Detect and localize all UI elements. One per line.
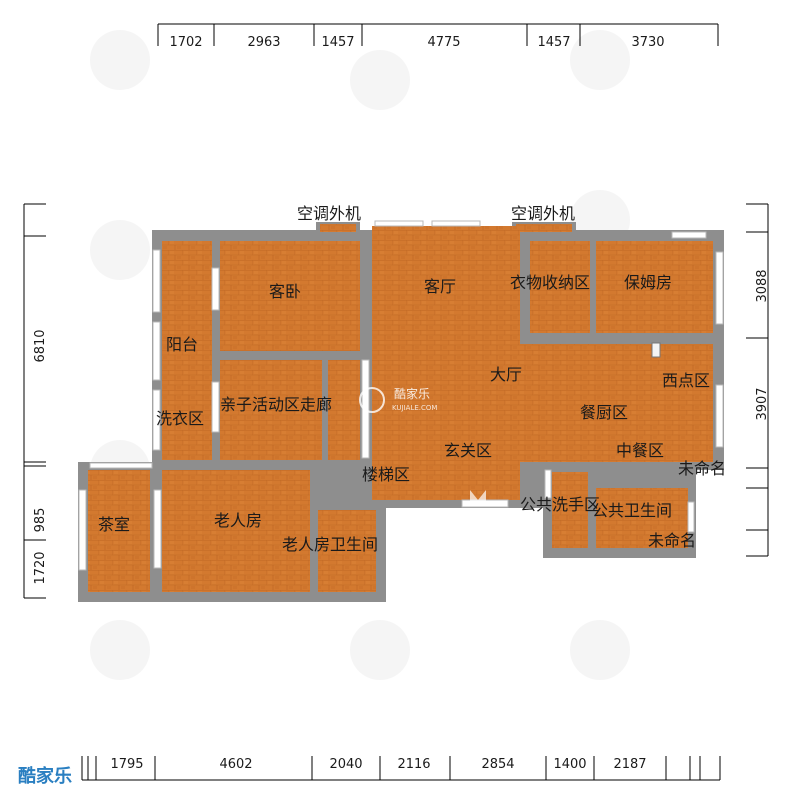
public-bath-floor: [596, 488, 688, 548]
nanny-room-floor: [596, 241, 713, 333]
room-label-hall: 大厅: [490, 365, 522, 384]
center-logo-text: 酷家乐: [394, 386, 430, 401]
dim-bottom-3: 2040: [329, 757, 362, 772]
dim-top-4: 4775: [427, 35, 460, 50]
ac-unit-1-floor: [320, 224, 356, 232]
dim-top-2: 2963: [247, 35, 280, 50]
room-label-chinese-dining: 中餐区: [616, 441, 664, 460]
living-room-floor: [372, 226, 520, 500]
room-label-balcony: 阳台: [166, 335, 198, 354]
dim-bottom-5: 2854: [481, 757, 514, 772]
dimension-top: [157, 23, 719, 46]
corridor-floor: [328, 360, 360, 460]
dimension-right: [746, 203, 769, 557]
guest-bedroom-floor: [220, 241, 360, 351]
dim-right-2: 3907: [755, 387, 770, 420]
dim-bottom-6: 1400: [553, 757, 586, 772]
dim-top-3: 1457: [321, 35, 354, 50]
hall-floor: [520, 344, 713, 462]
room-label-unnamed-1: 未命名: [678, 459, 726, 478]
room-label-kids-corridor: 亲子活动区走廊: [220, 395, 332, 414]
room-label-wardrobe: 衣物收纳区: [510, 273, 590, 292]
dimension-bottom-labels: 1795 4602 2040 2116 2854 1400 2187: [110, 757, 646, 772]
room-label-elderly-room: 老人房: [214, 511, 262, 530]
room-label-dining-kitchen: 餐厨区: [580, 403, 628, 422]
dim-top-5: 1457: [537, 35, 570, 50]
room-label-nanny-room: 保姆房: [624, 273, 672, 292]
tea-room-floor: [88, 470, 150, 592]
dim-bottom-2: 4602: [219, 757, 252, 772]
dim-bottom-7: 2187: [613, 757, 646, 772]
room-label-public-bathroom: 公共卫生间: [592, 501, 672, 520]
room-label-stairs: 楼梯区: [362, 465, 410, 484]
room-label-laundry: 洗衣区: [156, 409, 204, 428]
dim-bottom-4: 2116: [397, 757, 430, 772]
room-label-public-wash: 公共洗手区: [520, 495, 600, 514]
small-fixture: [651, 342, 661, 358]
dim-right-1: 3088: [755, 269, 770, 302]
dim-top-6: 3730: [631, 35, 664, 50]
room-labels: 空调外机 空调外机 客厅 客卧 衣物收纳区 保姆房 阳台 大厅 西点区 洗衣区 …: [98, 204, 726, 554]
dimension-right-labels: 3088 3907: [755, 269, 770, 420]
dim-bottom-1: 1795: [110, 757, 143, 772]
dimension-left-labels: 6810 985 1720: [33, 329, 48, 584]
dimension-top-labels: 1702 2963 1457 4775 1457 3730: [169, 35, 664, 50]
room-label-ac-2: 空调外机: [511, 204, 575, 223]
room-label-guest-bedroom: 客卧: [269, 282, 301, 301]
room-label-elderly-bath: 老人房卫生间: [282, 535, 378, 554]
balcony-floor: [162, 241, 212, 460]
kids-activity-floor: [220, 360, 322, 460]
room-label-unnamed-2: 未命名: [648, 531, 696, 550]
dim-left-1: 6810: [33, 329, 48, 362]
elderly-room-floor: [162, 470, 310, 592]
center-logo: 酷家乐 KUJIALE.COM: [359, 386, 437, 413]
wardrobe-floor: [530, 241, 590, 333]
dim-top-1: 1702: [169, 35, 202, 50]
dim-left-2: 985: [33, 508, 48, 533]
elderly-bath-floor: [318, 510, 376, 592]
room-label-entrance: 玄关区: [444, 441, 492, 460]
ac-unit-2-floor: [516, 224, 572, 232]
room-floors: [88, 224, 713, 592]
dimension-bottom: [81, 756, 721, 781]
dimension-left: [23, 203, 46, 599]
public-wash-floor: [552, 472, 588, 548]
room-label-living-room: 客厅: [424, 277, 456, 296]
room-label-tea-room: 茶室: [98, 515, 130, 534]
dim-left-3: 1720: [33, 551, 48, 584]
brand-logo: 酷家乐: [18, 766, 72, 787]
room-label-ac-1: 空调外机: [297, 204, 361, 223]
center-logo-sub: KUJIALE.COM: [392, 404, 437, 412]
door-logo: [470, 490, 486, 502]
room-label-west-pastry: 西点区: [662, 371, 710, 390]
